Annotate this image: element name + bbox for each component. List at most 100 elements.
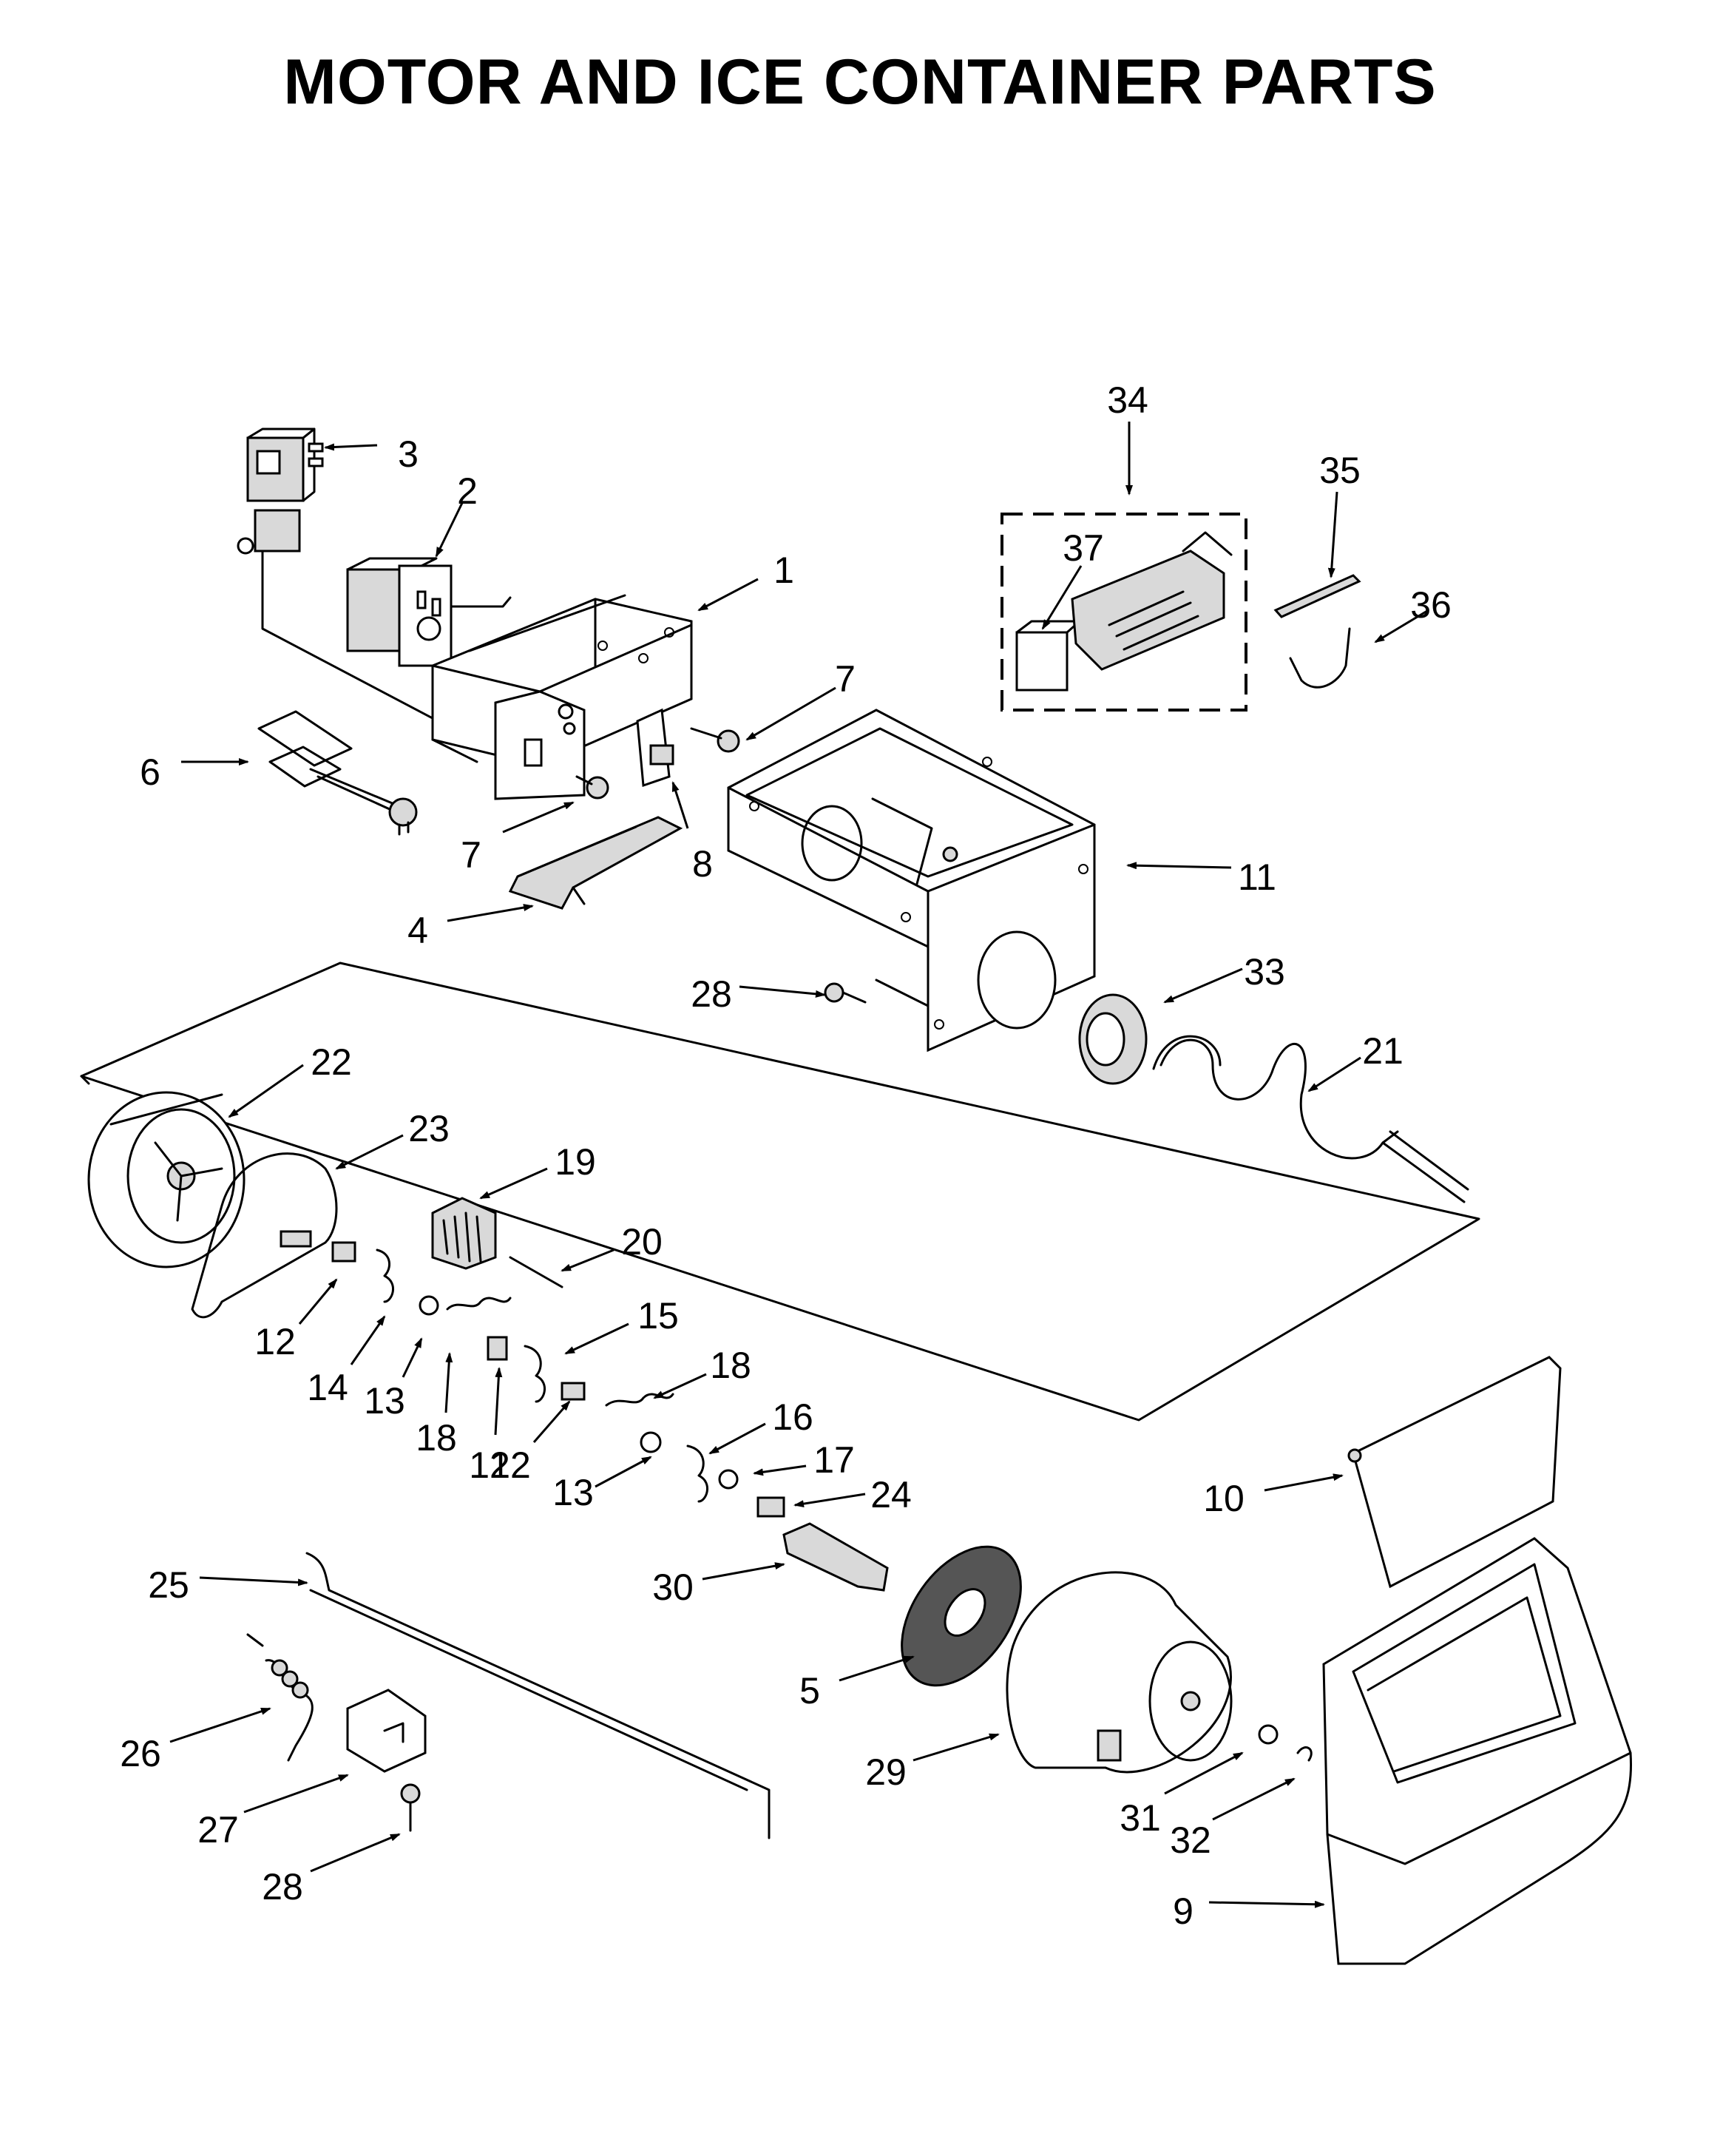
part-22-fan-wheel xyxy=(87,1091,246,1268)
callout-c30: 30 xyxy=(652,1562,785,1608)
callout-leader-arrow xyxy=(1264,1473,1344,1492)
callout-leader-arrow xyxy=(1163,967,1243,1004)
callout-label: 18 xyxy=(416,1417,457,1459)
callout-c35: 35 xyxy=(1319,450,1361,578)
callout-c29: 29 xyxy=(865,1733,1000,1793)
callout-c23: 23 xyxy=(335,1108,450,1170)
callout-label: 21 xyxy=(1362,1030,1404,1072)
callout-leader-arrow xyxy=(350,1315,386,1365)
callout-leader-arrow xyxy=(1307,1056,1361,1092)
callout-c13b: 13 xyxy=(552,1456,652,1513)
callout-c37: 37 xyxy=(1041,527,1104,630)
callout-label: 27 xyxy=(197,1809,239,1851)
callout-c3: 3 xyxy=(324,433,419,475)
callout-leader-arrow xyxy=(595,1456,652,1488)
callout-c8: 8 xyxy=(671,781,713,885)
callout-label: 34 xyxy=(1107,379,1148,421)
callout-c2: 2 xyxy=(435,470,478,558)
callout-c12b: 12 xyxy=(469,1367,510,1486)
callout-label: 12 xyxy=(469,1444,510,1486)
callout-label: 28 xyxy=(262,1866,303,1907)
callout-c27: 27 xyxy=(197,1774,349,1851)
part-4-cover xyxy=(508,816,683,910)
callout-leader-arrow xyxy=(199,1576,308,1586)
callout-c18a: 18 xyxy=(653,1345,751,1399)
callout-label: 9 xyxy=(1173,1890,1193,1932)
part-34-icemaker-assembly xyxy=(1000,513,1247,712)
part-2-motor xyxy=(346,557,512,667)
callout-label: 19 xyxy=(555,1141,596,1183)
callout-c12c: 12 xyxy=(490,1400,571,1486)
callout-c34: 34 xyxy=(1107,379,1148,496)
part-11-ice-container xyxy=(727,709,1096,1052)
part-10-door-flap xyxy=(1347,1356,1562,1589)
callout-label: 25 xyxy=(148,1564,189,1606)
callout-leader-arrow xyxy=(502,801,575,834)
callout-leader-arrow xyxy=(839,1655,915,1682)
callout-c5: 5 xyxy=(799,1655,915,1711)
callout-c24: 24 xyxy=(793,1474,912,1515)
callout-leader-arrow xyxy=(532,1400,571,1443)
part-3-water-valve xyxy=(237,428,475,741)
callout-label: 36 xyxy=(1410,584,1452,626)
callout-leader-arrow xyxy=(444,1352,453,1413)
part-32-clip xyxy=(1296,1746,1313,1762)
callout-label: 1 xyxy=(773,550,794,591)
callout-c13a: 13 xyxy=(364,1337,423,1422)
callout-label: 12 xyxy=(490,1444,531,1486)
callout-leader-arrow xyxy=(561,1248,614,1272)
callout-c6: 6 xyxy=(140,751,249,793)
callout-label: 26 xyxy=(120,1733,161,1774)
callout-leader-arrow xyxy=(335,1134,404,1170)
callout-leader-arrow xyxy=(402,1337,423,1378)
callout-label: 17 xyxy=(813,1439,855,1481)
callout-label: 30 xyxy=(652,1567,694,1608)
callout-label: 10 xyxy=(1203,1478,1245,1519)
callout-c15: 15 xyxy=(564,1295,679,1355)
callout-label: 5 xyxy=(799,1670,820,1711)
callout-leader-arrow xyxy=(324,443,378,451)
callout-c31: 31 xyxy=(1120,1751,1244,1839)
part-28-screw-lower xyxy=(400,1783,421,1832)
callout-label: 23 xyxy=(408,1108,450,1149)
callout-label: 28 xyxy=(691,973,732,1015)
callout-c36: 36 xyxy=(1374,584,1452,643)
callout-leader-arrow xyxy=(653,1373,707,1399)
callout-c28a: 28 xyxy=(691,973,826,1015)
callout-c26: 26 xyxy=(120,1707,271,1774)
callout-c1: 1 xyxy=(697,550,794,612)
callout-label: 11 xyxy=(1238,856,1276,898)
callout-label: 16 xyxy=(772,1396,813,1438)
callout-c32: 32 xyxy=(1170,1777,1296,1861)
callout-c21: 21 xyxy=(1307,1030,1404,1092)
callout-label: 20 xyxy=(621,1221,663,1263)
part-7-screws xyxy=(575,727,740,800)
callout-leader-arrow xyxy=(1208,1900,1325,1908)
callout-leader-arrow xyxy=(697,578,759,612)
part-35-heater xyxy=(1273,574,1361,618)
callout-leader-arrow xyxy=(243,1774,349,1814)
parts-12-18-blades xyxy=(331,1241,785,1518)
callout-c9: 9 xyxy=(1173,1890,1325,1932)
callout-c22: 22 xyxy=(228,1041,352,1118)
part-36-wire-arm xyxy=(1289,627,1351,689)
part-6-harness xyxy=(257,710,418,836)
callout-label: 31 xyxy=(1120,1797,1161,1839)
callout-c16: 16 xyxy=(708,1396,813,1455)
callout-label: 7 xyxy=(461,834,481,876)
callout-leader-arrow xyxy=(1164,1751,1244,1795)
part-19-block xyxy=(431,1197,497,1270)
callout-label: 15 xyxy=(637,1295,679,1336)
callout-c18b: 18 xyxy=(416,1352,457,1459)
callout-c20: 20 xyxy=(561,1221,663,1272)
callout-leader-arrow xyxy=(753,1464,807,1476)
part-20-pin xyxy=(509,1256,563,1288)
callout-leader-arrow xyxy=(745,686,836,741)
callout-leader-arrow xyxy=(228,1064,304,1118)
assembly-plane-outline xyxy=(80,962,1480,1422)
part-23-plate xyxy=(191,1152,338,1319)
callout-label: 4 xyxy=(407,910,428,951)
callout-label: 18 xyxy=(710,1345,751,1386)
callout-c17: 17 xyxy=(753,1439,855,1481)
